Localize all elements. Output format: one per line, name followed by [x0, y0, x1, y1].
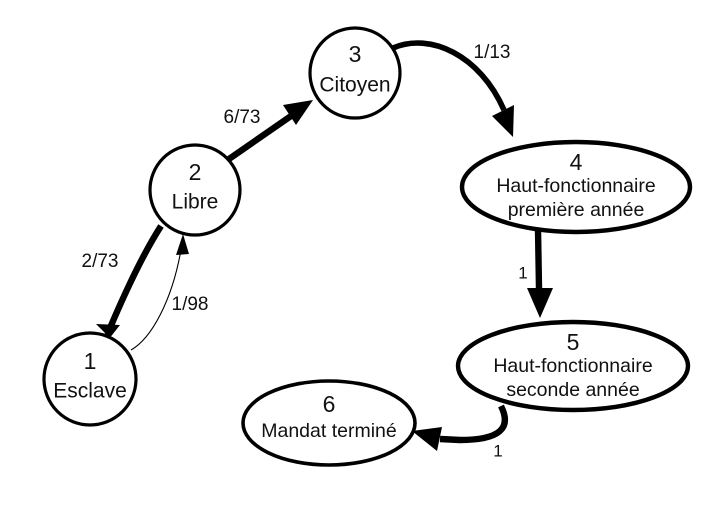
- edge-5-to-6[interactable]: 1: [412, 404, 508, 460]
- node-4-ellipse: [459, 139, 693, 235]
- node-1-name: Esclave: [53, 380, 127, 403]
- edge-1-to-2-arrowhead: [176, 234, 189, 255]
- edge-2-to-1-path: [107, 224, 164, 330]
- edge-label-2-to-3: 6/73: [224, 107, 261, 128]
- edge-1-to-2[interactable]: 1/98: [130, 234, 209, 351]
- edge-label-5-to-6: 1: [493, 441, 502, 460]
- node-4-haut-fonctionnaire-premiere-annee[interactable]: 4 Haut-fonctionnaire première année: [459, 139, 693, 235]
- node-6-id: 6: [323, 391, 336, 417]
- edge-4-to-5-arrowhead: [527, 288, 553, 318]
- edge-4-to-5-path: [534, 228, 543, 289]
- node-6-mandat-termine[interactable]: 6 Mandat terminé: [241, 379, 417, 467]
- edge-label-4-to-5: 1: [518, 263, 527, 282]
- edge-label-2-to-1: 2/73: [82, 251, 119, 272]
- edge-3-to-4-arrowhead: [492, 105, 514, 137]
- node-3-name: Citoyen: [319, 74, 390, 97]
- edge-2-to-3[interactable]: 6/73: [224, 100, 313, 162]
- edge-3-to-4[interactable]: 1/13: [391, 40, 514, 137]
- edge-label-1-to-2: 1/98: [172, 294, 209, 315]
- node-2-name: Libre: [172, 191, 219, 214]
- node-1-circle: [42, 331, 138, 427]
- node-5-id: 5: [567, 329, 580, 355]
- node-6-name: Mandat terminé: [261, 420, 396, 442]
- edge-1-to-2-path: [130, 249, 182, 351]
- node-1-id: 1: [84, 348, 97, 374]
- node-4-id: 4: [570, 149, 583, 175]
- node-2-circle: [148, 143, 242, 237]
- node-6-ellipse: [241, 379, 417, 467]
- edge-5-to-6-arrowhead: [412, 427, 442, 451]
- node-1-esclave[interactable]: 1 Esclave: [42, 331, 138, 427]
- node-5-ellipse: [455, 319, 691, 413]
- node-3-circle: [308, 26, 402, 120]
- edge-5-to-6-path: [439, 404, 508, 444]
- edge-3-to-4-path: [391, 40, 507, 112]
- node-4-name-line1: Haut-fonctionnaire: [496, 175, 655, 197]
- edge-2-to-3-arrowhead: [283, 100, 313, 125]
- node-5-name-line2: seconde année: [506, 379, 639, 401]
- node-3-citoyen[interactable]: 3 Citoyen: [308, 26, 402, 120]
- edge-2-to-1[interactable]: 2/73: [82, 224, 164, 349]
- edge-4-to-5[interactable]: 1: [518, 228, 553, 318]
- node-4-name-line2: première année: [508, 199, 645, 221]
- node-5-name-line1: Haut-fonctionnaire: [493, 355, 652, 377]
- edge-label-3-to-4: 1/13: [474, 42, 511, 63]
- node-2-libre[interactable]: 2 Libre: [148, 143, 242, 237]
- node-5-haut-fonctionnaire-seconde-annee[interactable]: 5 Haut-fonctionnaire seconde année: [455, 319, 691, 413]
- edge-2-to-3-path: [227, 113, 293, 162]
- node-3-id: 3: [349, 41, 362, 67]
- node-2-id: 2: [189, 159, 202, 185]
